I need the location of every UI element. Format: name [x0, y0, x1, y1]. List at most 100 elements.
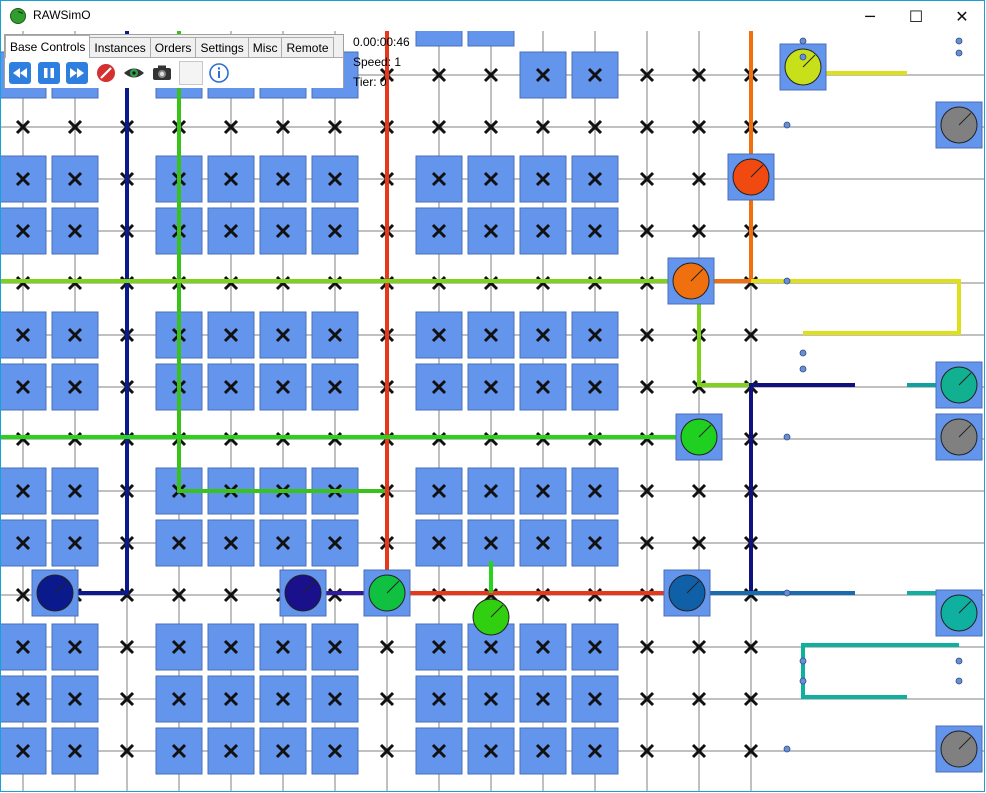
waypoint-marker	[743, 639, 759, 655]
waypoint-marker	[483, 171, 499, 187]
waypoint-marker	[587, 379, 603, 395]
waypoint-marker	[431, 691, 447, 707]
stop-button[interactable]	[95, 62, 117, 84]
waypoint-marker	[327, 535, 343, 551]
waypoint-dot	[955, 37, 963, 45]
pod	[571, 623, 619, 671]
waypoint-marker	[171, 639, 187, 655]
waypoint-marker	[223, 171, 239, 187]
waypoint-dot	[783, 121, 791, 129]
waypoint-marker	[587, 483, 603, 499]
waypoint-marker	[67, 171, 83, 187]
waypoint-marker	[67, 743, 83, 759]
waypoint-marker	[15, 327, 31, 343]
waypoint-marker	[223, 119, 239, 135]
tab-remote[interactable]: Remote	[281, 37, 334, 58]
waypoint-marker	[431, 483, 447, 499]
waypoint-marker	[67, 223, 83, 239]
waypoint-marker	[15, 587, 31, 603]
waypoint-marker	[67, 483, 83, 499]
waypoint-marker	[483, 691, 499, 707]
tab-settings[interactable]: Settings	[195, 37, 249, 58]
waypoint-marker	[483, 327, 499, 343]
waypoint-marker	[171, 743, 187, 759]
tab-misc[interactable]: Misc	[247, 37, 283, 58]
waypoint-marker	[535, 327, 551, 343]
waypoint-marker	[691, 535, 707, 551]
waypoint-marker	[67, 379, 83, 395]
pause-button[interactable]	[38, 62, 60, 84]
waypoint-marker	[223, 327, 239, 343]
waypoint-marker	[15, 743, 31, 759]
pod	[311, 311, 359, 359]
minimize-button[interactable]: ─	[865, 6, 875, 26]
waypoint-marker	[691, 223, 707, 239]
waypoint-marker	[15, 535, 31, 551]
waypoint-marker	[171, 691, 187, 707]
waypoint-marker	[535, 379, 551, 395]
waypoint-marker	[327, 119, 343, 135]
waypoint-marker	[483, 743, 499, 759]
waypoint-marker	[483, 379, 499, 395]
waypoint-marker	[691, 67, 707, 83]
waypoint-marker	[223, 691, 239, 707]
simulation-canvas[interactable]	[1, 31, 985, 792]
waypoint-marker	[275, 535, 291, 551]
waypoint-marker	[119, 639, 135, 655]
waypoint-marker	[431, 171, 447, 187]
waypoint-dot	[783, 277, 791, 285]
rewind-icon	[13, 68, 27, 78]
tab-instances[interactable]: Instances	[89, 37, 151, 58]
tab-base-controls[interactable]: Base Controls	[5, 35, 91, 58]
waypoint-marker	[483, 119, 499, 135]
waypoint-marker	[431, 743, 447, 759]
waypoint-marker	[275, 223, 291, 239]
waypoint-dot	[799, 365, 807, 373]
waypoint-marker	[327, 691, 343, 707]
waypoint-marker	[275, 327, 291, 343]
waypoint-marker	[691, 119, 707, 135]
waypoint-marker	[587, 171, 603, 187]
visibility-button[interactable]	[123, 62, 145, 84]
control-panel: Base Controls Instances Orders Settings …	[4, 34, 344, 88]
stop-icon	[97, 64, 115, 82]
waypoint-marker	[15, 379, 31, 395]
waypoint-marker	[743, 327, 759, 343]
waypoint-marker	[327, 743, 343, 759]
fast-forward-button[interactable]	[66, 62, 88, 84]
waypoint-marker	[171, 587, 187, 603]
warehouse-map[interactable]	[1, 31, 985, 792]
rewind-button[interactable]	[9, 62, 31, 84]
robot-path	[751, 279, 961, 335]
robot-heading	[490, 604, 504, 618]
waypoint-marker	[587, 67, 603, 83]
info-button[interactable]	[208, 62, 230, 84]
waypoint-dot	[783, 589, 791, 597]
waypoint-marker	[535, 639, 551, 655]
waypoint-marker	[15, 483, 31, 499]
waypoint-marker	[639, 327, 655, 343]
close-button[interactable]: ✕	[955, 6, 969, 26]
waypoint-marker	[587, 535, 603, 551]
waypoint-marker	[223, 639, 239, 655]
snapshot-button[interactable]	[151, 62, 173, 84]
blank-button[interactable]	[179, 61, 203, 85]
tab-orders[interactable]: Orders	[149, 37, 197, 58]
waypoint-marker	[483, 535, 499, 551]
waypoint-marker	[431, 639, 447, 655]
waypoint-marker	[483, 67, 499, 83]
pause-icon	[44, 68, 54, 78]
pod	[467, 31, 515, 47]
waypoint-dot	[799, 657, 807, 665]
waypoint-dot	[783, 433, 791, 441]
title-bar[interactable]: RAWSimO ─ ☐ ✕	[1, 1, 984, 31]
waypoint-marker	[535, 743, 551, 759]
waypoint-marker	[639, 223, 655, 239]
waypoint-marker	[535, 171, 551, 187]
robot-heading	[698, 424, 712, 438]
waypoint-marker	[171, 535, 187, 551]
waypoint-marker	[67, 327, 83, 343]
waypoint-marker	[639, 171, 655, 187]
robot-heading	[802, 54, 816, 68]
maximize-button[interactable]: ☐	[908, 6, 924, 26]
